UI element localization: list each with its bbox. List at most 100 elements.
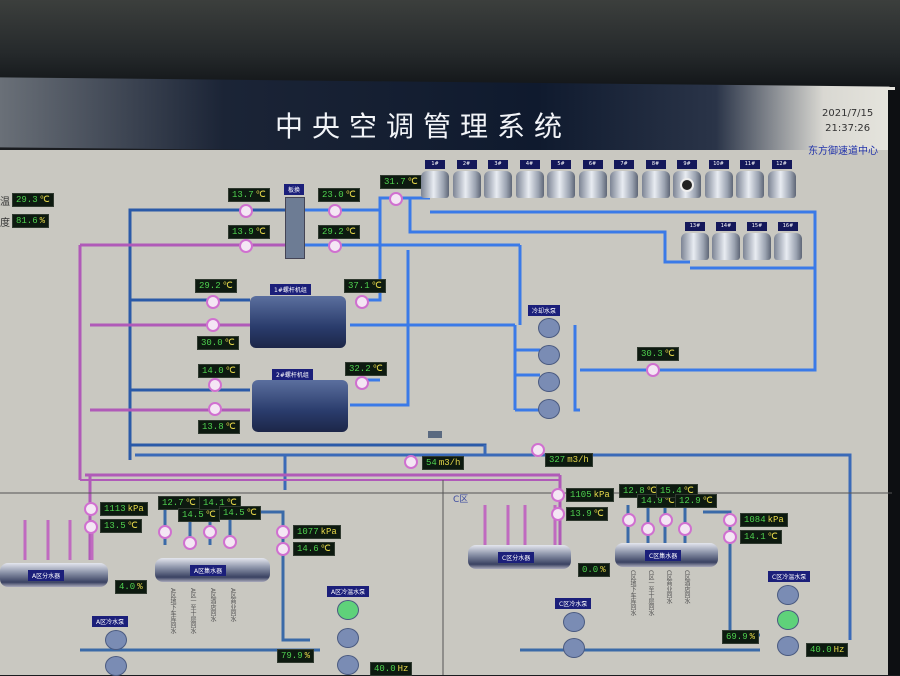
tower-label: 11# — [740, 160, 760, 169]
zoneA-collector[interactable]: A区集水器 — [155, 558, 270, 582]
temp-sensor-icon[interactable] — [183, 536, 197, 550]
temp-sensor-icon[interactable] — [678, 522, 692, 536]
zoneC-pump[interactable] — [563, 638, 585, 658]
zoneC-pump[interactable] — [777, 585, 799, 605]
temp-sensor-icon[interactable] — [223, 535, 237, 549]
zoneC-distributor[interactable]: C区分水器 — [468, 545, 571, 569]
cooling-tower[interactable]: 9# — [672, 160, 702, 198]
zoneA-pump-running[interactable] — [337, 600, 359, 620]
pressure-sensor-icon[interactable] — [723, 513, 737, 527]
zone-c-label: C区 — [453, 495, 469, 505]
unit: % — [304, 651, 311, 661]
temp-sensor-icon[interactable] — [276, 542, 290, 556]
unit: ℃ — [127, 521, 138, 531]
cooling-tower[interactable]: 14# — [711, 222, 741, 260]
temp-sensor-icon[interactable] — [206, 318, 220, 332]
cooling-tower[interactable]: 2# — [452, 160, 482, 198]
cooling-tower[interactable]: 6# — [578, 160, 608, 198]
zoneC-pump[interactable] — [777, 636, 799, 656]
cooling-tower[interactable]: 15# — [742, 222, 772, 260]
zoneC-pump[interactable] — [563, 612, 585, 632]
cooling-pump-2[interactable] — [538, 345, 560, 365]
unit: kPa — [767, 515, 784, 525]
zoneA-pump[interactable] — [337, 628, 359, 648]
cooling-tower[interactable]: 12# — [767, 160, 797, 198]
chiller1-t1: 29.2℃ — [195, 279, 237, 293]
temp-sensor-icon[interactable] — [622, 513, 636, 527]
tower-label: 2# — [456, 160, 477, 169]
temp-sensor-icon[interactable] — [646, 363, 660, 377]
temp-sensor-icon[interactable] — [84, 520, 98, 534]
temp-sensor-icon[interactable] — [328, 204, 342, 218]
zoneC-return-temp: 14.1℃ — [740, 530, 782, 544]
temp-sensor-icon[interactable] — [239, 239, 253, 253]
zoneA-pump[interactable] — [105, 656, 127, 676]
cooling-tower[interactable]: 1# — [420, 160, 450, 198]
tower-body — [578, 171, 607, 198]
cooling-tower[interactable]: 4# — [515, 160, 545, 198]
flow-sensor-icon[interactable] — [531, 443, 545, 457]
zoneC-collector[interactable]: C区集水器 — [615, 543, 718, 567]
cooling-pump-1[interactable] — [538, 318, 560, 338]
cooling-tower[interactable]: 13# — [680, 222, 710, 260]
value: 29.3 — [16, 195, 38, 205]
cooling-tower[interactable]: 11# — [735, 160, 765, 198]
cooling-pump-4[interactable] — [538, 399, 560, 419]
value: 13.9 — [570, 509, 592, 519]
date: 2021/7/15 — [822, 108, 874, 119]
pressure-sensor-icon[interactable] — [551, 488, 565, 502]
value: 14.1 — [744, 532, 766, 542]
zoneC-valve-opening: 0.0% — [578, 563, 610, 577]
plate-heat-exchanger[interactable] — [285, 197, 305, 259]
cooling-tower[interactable]: 5# — [546, 160, 576, 198]
temp-sensor-icon[interactable] — [389, 192, 403, 206]
zoneA-pump[interactable] — [337, 655, 359, 675]
temp-sensor-icon[interactable] — [551, 507, 565, 521]
unit: ℃ — [185, 498, 196, 508]
cooling-tower[interactable]: 16# — [773, 222, 803, 260]
zoneA-pump2-label: A区冷温水泵 — [327, 586, 370, 597]
cooling-tower[interactable]: 3# — [483, 160, 513, 198]
value: 0.0 — [582, 565, 599, 575]
chiller-2[interactable] — [252, 380, 348, 432]
zoneA-return-temp: 14.6℃ — [293, 542, 335, 556]
temp-sensor-icon[interactable] — [239, 204, 253, 218]
branch-label: C区地下车库回水 — [629, 570, 636, 617]
zoneA-supply-temp: 13.5℃ — [100, 519, 142, 533]
value: 79.9 — [281, 651, 303, 661]
tower-label: 14# — [716, 222, 736, 231]
unit: ℃ — [372, 364, 383, 374]
temp-sensor-icon[interactable] — [203, 525, 217, 539]
temp-sensor-icon[interactable] — [355, 295, 369, 309]
pressure-sensor-icon[interactable] — [276, 525, 290, 539]
temp-sensor-icon[interactable] — [158, 525, 172, 539]
zoneC-pump-running[interactable] — [777, 610, 799, 630]
cooling-tower[interactable]: 10# — [704, 160, 734, 198]
value: 30.0 — [201, 338, 223, 348]
branch-label: C区酒店回水 — [683, 570, 690, 605]
temp-sensor-icon[interactable] — [206, 295, 220, 309]
zoneA-pump[interactable] — [105, 630, 127, 650]
cooling-pump-3[interactable] — [538, 372, 560, 392]
cooling-tower[interactable]: 8# — [641, 160, 671, 198]
cooling-tower[interactable]: 7# — [609, 160, 639, 198]
tower-label: 1# — [425, 160, 445, 169]
temp-sensor-icon[interactable] — [355, 376, 369, 390]
flow-sensor-icon[interactable] — [404, 455, 418, 469]
chiller-1[interactable] — [250, 296, 346, 348]
cooling-pumps-label: 冷却水泵 — [528, 305, 561, 316]
temp-sensor-icon[interactable] — [208, 378, 222, 392]
tower-body — [767, 171, 796, 198]
zoneA-distributor[interactable]: A区分水器 — [0, 563, 108, 587]
temp-sensor-icon[interactable] — [641, 522, 655, 536]
pressure-sensor-icon[interactable] — [84, 502, 98, 516]
tower-body — [712, 233, 740, 260]
temp-sensor-icon[interactable] — [208, 402, 222, 416]
temp-sensor-icon[interactable] — [723, 530, 737, 544]
temp-sensor-icon[interactable] — [659, 513, 673, 527]
zoneA-pump1-label: A区冷水泵 — [92, 616, 129, 627]
temp-sensor-icon[interactable] — [328, 239, 342, 253]
valve-icon[interactable] — [428, 431, 442, 438]
